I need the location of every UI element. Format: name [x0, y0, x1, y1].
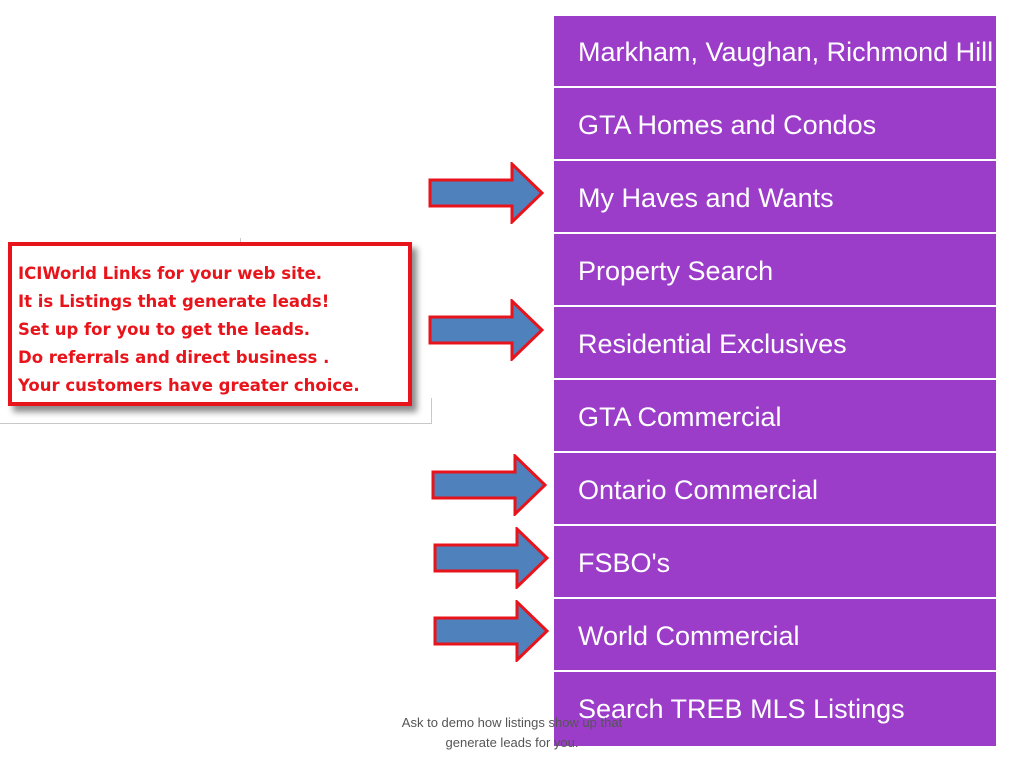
menu-item-ontario-commercial[interactable]: Ontario Commercial [554, 454, 996, 526]
right-arrow-icon [431, 454, 548, 516]
menu-item-residential-exclusives[interactable]: Residential Exclusives [554, 308, 996, 380]
right-arrow-icon [433, 527, 550, 589]
caption-line: generate leads for you. [445, 735, 579, 750]
menu-item-gta-homes-condos[interactable]: GTA Homes and Condos [554, 89, 996, 161]
callout-line: Your customers have greater choice. [18, 376, 360, 395]
right-arrow-icon [433, 600, 550, 662]
background-line-vertical-right [431, 398, 432, 424]
menu-item-search-treb-mls[interactable]: Search TREB MLS Listings [578, 694, 905, 724]
background-line-horizontal [0, 423, 432, 424]
right-arrow-icon [428, 299, 545, 361]
menu-item-property-search[interactable]: Property Search [554, 235, 996, 307]
right-arrow-icon [428, 162, 545, 224]
menu-item-markham[interactable]: Markham, Vaughan, Richmond Hill [554, 16, 996, 88]
demo-caption: Ask to demo how listings show up that ge… [372, 713, 652, 753]
callout-line: ICIWorld Links for your web site. [18, 264, 323, 283]
callout-line: Do referrals and direct business . [18, 348, 330, 367]
menu-item-haves-wants[interactable]: My Haves and Wants [554, 162, 996, 234]
callout-line: It is Listings that generate leads! [18, 292, 330, 311]
menu-item-gta-commercial[interactable]: GTA Commercial [554, 381, 996, 453]
links-menu: Markham, Vaughan, Richmond Hill GTA Home… [554, 16, 996, 746]
callout-line: Set up for you to get the leads. [18, 320, 311, 339]
menu-item-world-commercial[interactable]: World Commercial [554, 600, 996, 672]
menu-item-fsbos[interactable]: FSBO's [554, 527, 996, 599]
caption-line: Ask to demo how listings show up that [401, 715, 623, 730]
callout-box: ICIWorld Links for your web site. It is … [8, 242, 412, 406]
